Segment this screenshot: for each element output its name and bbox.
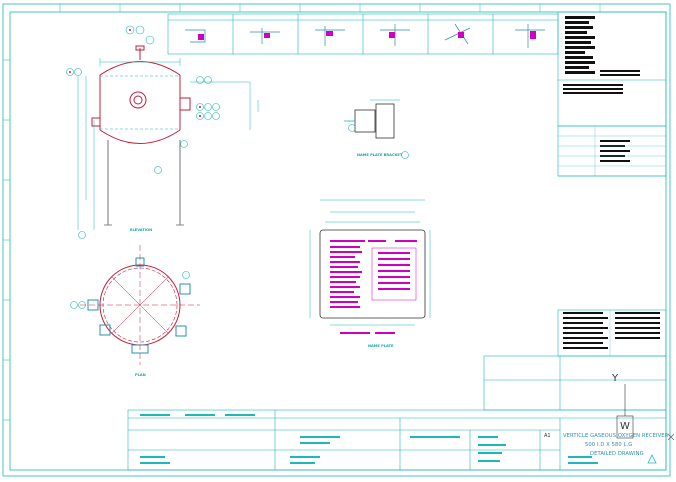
title-block[interactable] bbox=[127, 355, 667, 471]
vessel-plan[interactable] bbox=[80, 245, 200, 365]
name-plate-text bbox=[330, 240, 417, 334]
plan-balloons bbox=[70, 271, 190, 309]
plan-caption: PLAN bbox=[135, 373, 146, 377]
drawing-title-line-1: VERTICLE GASEOUS OXYGEN RECEIVER bbox=[563, 433, 669, 439]
title-block-text bbox=[140, 414, 598, 464]
elevation-dimensions bbox=[77, 58, 259, 230]
notes-text-block bbox=[563, 16, 660, 349]
bracket-balloon bbox=[348, 124, 409, 159]
notes-panel-rules bbox=[558, 126, 666, 356]
name-plate-bracket-caption: NAME PLATE BRACKET bbox=[357, 153, 403, 157]
drawing-title-line-2: 500 I.D X 580 L.G bbox=[585, 442, 633, 448]
close-icon[interactable] bbox=[667, 433, 675, 441]
name-plate[interactable] bbox=[309, 199, 431, 326]
notes-panel[interactable] bbox=[557, 11, 667, 357]
elevation-caption: ELEVATION bbox=[130, 228, 153, 232]
sheet-size-label: A1 bbox=[544, 433, 551, 439]
name-plate-caption: NAME PLATE bbox=[368, 344, 394, 348]
title-block-logo bbox=[647, 454, 657, 464]
elevation-balloons bbox=[66, 25, 220, 239]
name-plate-bracket[interactable] bbox=[344, 99, 400, 139]
weld-detail-sketches bbox=[185, 23, 545, 48]
vessel-elevation[interactable] bbox=[91, 45, 191, 226]
zone-markers bbox=[3, 4, 601, 421]
weld-detail-strip[interactable] bbox=[167, 13, 559, 55]
axis-w-label: W bbox=[620, 421, 630, 432]
drawing-title-line-3: DETAILED DRAWING bbox=[590, 451, 644, 457]
view-axis-indicator bbox=[616, 384, 634, 439]
axis-y-label: Y bbox=[612, 373, 619, 384]
elevation-balloon-fills bbox=[69, 29, 201, 117]
